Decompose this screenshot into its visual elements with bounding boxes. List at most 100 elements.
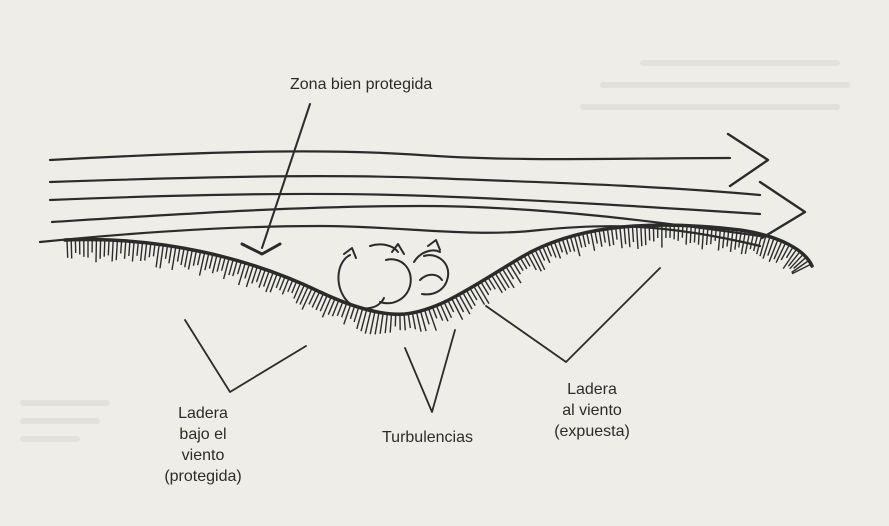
grass-stroke: [337, 302, 343, 316]
grass-stroke: [412, 313, 415, 329]
grass-stroke: [566, 238, 570, 252]
grass-stroke: [535, 250, 545, 270]
grass-stroke: [257, 268, 262, 282]
grass-stroke: [172, 247, 176, 270]
grass-stroke: [528, 254, 537, 270]
grass-stroke: [628, 226, 630, 247]
grass-stroke: [245, 264, 249, 278]
grass-stroke: [452, 299, 463, 320]
grass-stroke: [181, 248, 184, 265]
grass-stroke: [189, 250, 193, 270]
grass-stroke: [213, 255, 217, 273]
grass-stroke: [296, 285, 304, 303]
grass-stroke: [354, 307, 359, 322]
label-pointer-arrow: [242, 244, 280, 254]
turbulence-swirls: [338, 240, 448, 308]
grass-stroke: [607, 229, 610, 247]
label-line: al viento: [547, 401, 637, 420]
grass-stroke: [166, 246, 168, 259]
grass-stroke: [380, 313, 383, 334]
grass-stroke: [603, 229, 605, 242]
grass-stroke: [570, 237, 574, 252]
grass-stroke: [455, 297, 463, 313]
grass-stroke: [302, 288, 312, 309]
grass-stroke: [624, 227, 626, 244]
grass-stroke: [682, 225, 683, 237]
grass-stroke: [690, 226, 691, 243]
label-line: (expuesta): [537, 422, 647, 441]
grass-stroke: [499, 271, 509, 288]
grass-stroke: [233, 261, 237, 277]
grass-stroke: [579, 234, 582, 247]
grass-stroke: [67, 240, 68, 258]
grass-stroke: [591, 232, 595, 251]
grass-stroke: [129, 241, 130, 256]
grass-stroke: [599, 230, 602, 247]
grass-stroke: [104, 240, 105, 257]
grass-stroke: [112, 240, 113, 261]
grass-stroke: [390, 314, 391, 333]
grass-stroke: [510, 264, 522, 283]
label-turbulence: Turbulencias: [382, 428, 473, 447]
grass-stroke: [694, 226, 695, 243]
grass-stroke: [370, 312, 375, 335]
grass-stroke: [125, 241, 126, 259]
grass-stroke: [100, 240, 101, 259]
grass-stroke: [774, 241, 782, 259]
wind-arrow-head: [728, 134, 768, 186]
wind-arrow-head: [760, 182, 805, 238]
grass-stroke: [217, 256, 221, 272]
grass-stroke: [385, 314, 387, 334]
windward-leader: [486, 268, 660, 362]
wind-streamline: [50, 151, 730, 160]
grass-stroke: [222, 257, 226, 270]
grass-stroke: [185, 249, 189, 267]
grass-stroke: [276, 275, 281, 288]
grass-stroke: [466, 290, 475, 305]
grass-stroke: [595, 231, 597, 244]
label-line: Ladera: [557, 380, 627, 399]
wind-streamline: [50, 194, 760, 214]
grass-stroke: [205, 253, 209, 270]
grass-stroke: [375, 312, 379, 334]
grass-stroke: [769, 240, 778, 262]
label-line: (protegida): [143, 467, 263, 486]
grass-stroke: [492, 275, 503, 293]
grass-stroke: [474, 286, 485, 305]
grass-stroke: [229, 259, 233, 275]
grass-stroke: [433, 307, 437, 318]
grass-stroke: [649, 225, 650, 240]
grass-stroke: [678, 225, 679, 241]
ground-grass-hatching: [67, 225, 811, 334]
grass-stroke: [342, 303, 347, 317]
grass-stroke: [637, 226, 638, 249]
grass-stroke: [137, 242, 138, 256]
grass-stroke: [178, 248, 180, 262]
grass-stroke: [108, 240, 109, 255]
grass-stroke: [238, 262, 242, 275]
grass-stroke: [153, 244, 155, 256]
grass-stroke: [408, 314, 410, 328]
grass-stroke: [198, 252, 201, 266]
grass-stroke: [417, 312, 422, 332]
grass-stroke: [583, 233, 586, 247]
grass-stroke: [160, 245, 163, 268]
grass-stroke: [145, 243, 147, 261]
grass-stroke: [632, 226, 633, 242]
grass-stroke: [616, 228, 617, 240]
grass-stroke: [781, 245, 789, 260]
grass-stroke: [558, 240, 562, 252]
grass-stroke: [641, 226, 642, 247]
grass-stroke: [612, 228, 614, 245]
grass-stroke: [698, 226, 699, 245]
grass-stroke: [463, 293, 472, 310]
label-protected-zone: Zona bien protegida: [290, 75, 432, 94]
grass-stroke: [71, 240, 72, 259]
grass-stroke: [587, 233, 590, 245]
grass-stroke: [141, 242, 143, 261]
grass-stroke: [495, 273, 506, 290]
grass-stroke: [686, 226, 687, 245]
ground-surface: [65, 225, 812, 314]
